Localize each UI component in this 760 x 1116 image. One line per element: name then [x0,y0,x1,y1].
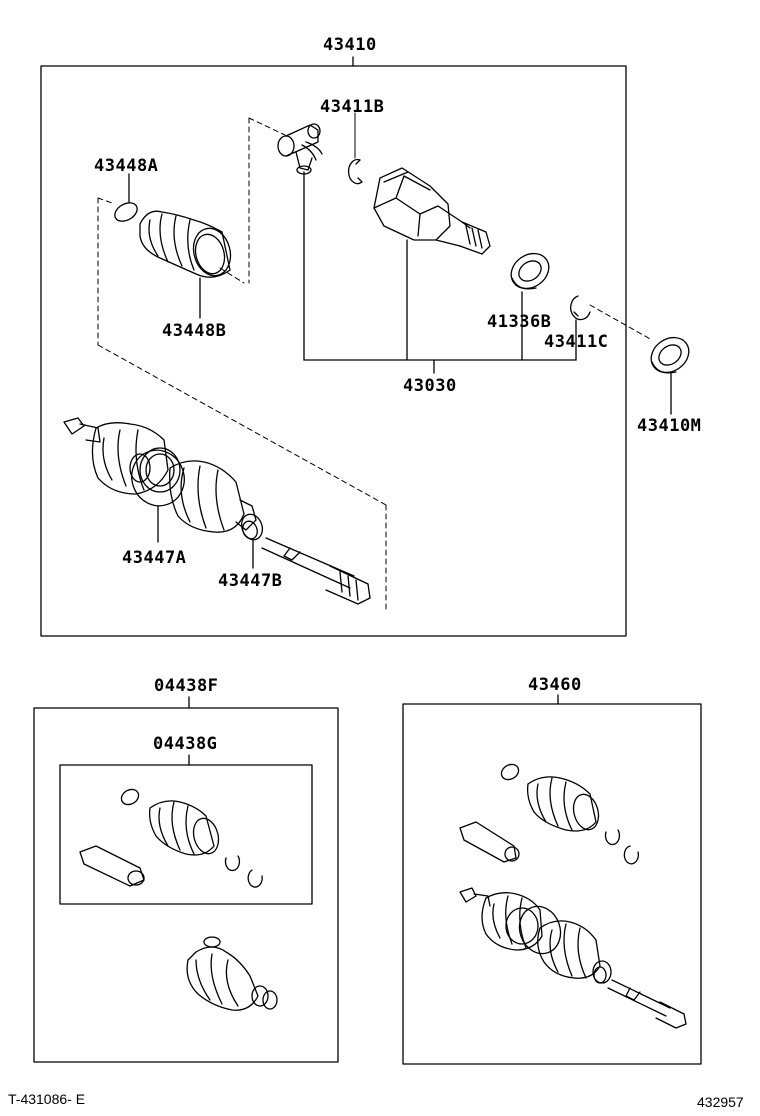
snap-ring-43411B-icon [347,158,363,185]
snap-ring-43411C-icon [570,295,591,361]
footer-right-code: 432957 [697,1094,744,1110]
label-41336B: 41336B [487,312,552,332]
housing-bracket [303,171,577,374]
boot-clamp-43448A-icon [114,173,138,222]
label-43448A: 43448A [94,156,159,176]
footer-left-code: T-431086- E [8,1091,86,1107]
label-43410M: 43410M [637,416,702,436]
bearing-41336B-icon [510,252,550,361]
label-43460: 43460 [528,675,582,695]
label-04438F: 04438F [154,676,219,696]
kit-04438G-contents-icon [79,788,263,888]
label-43447B: 43447B [218,571,283,591]
main-assembly-frame [40,56,627,637]
label-43410: 43410 [323,35,377,55]
boot-set-outline [97,117,653,613]
kit-43460-contents-icon [459,763,687,1029]
kit-04438F-boot-icon [186,936,278,1011]
inner-boot-icon [139,210,232,319]
kit-04438F-frame [33,696,339,1063]
label-43411B: 43411B [320,97,385,117]
label-04438G: 04438G [153,734,218,754]
outer-housing-icon [373,167,491,361]
seal-43410M-icon [650,336,690,415]
tripod-joint-icon [277,123,323,175]
label-43411C: 43411C [544,332,609,352]
kit-43460-frame [402,694,702,1065]
label-43447A: 43447A [122,548,187,568]
drive-shaft-assembly-icon [63,417,371,605]
label-43030: 43030 [403,376,457,396]
label-43448B: 43448B [162,321,227,341]
